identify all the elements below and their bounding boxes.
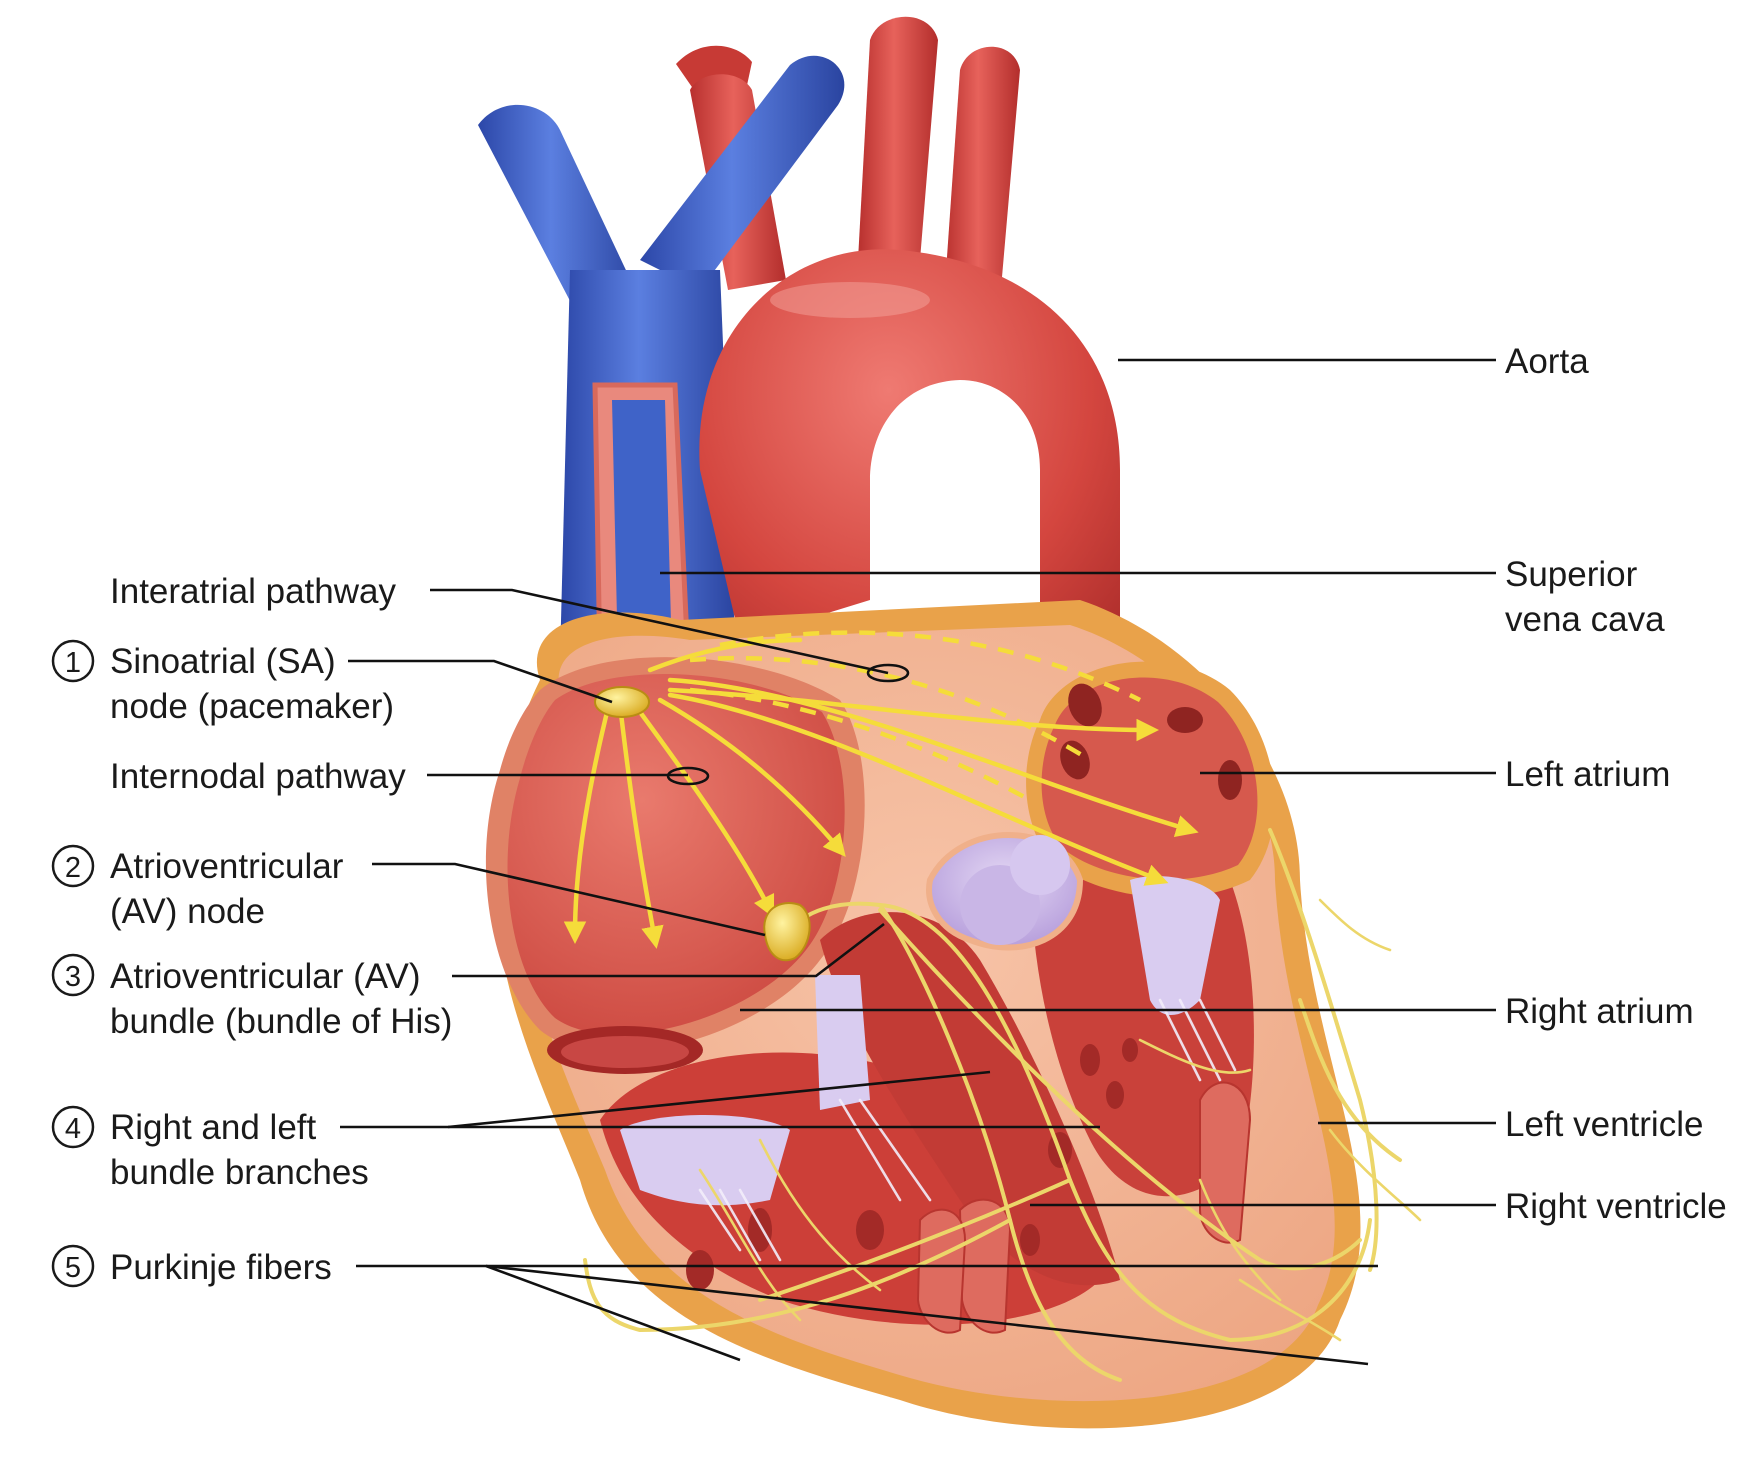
label-internodal-pathway: Internodal pathway [110, 757, 406, 796]
right-atrium-wall [485, 657, 865, 1074]
label-right-ventricle: Right ventricle [1505, 1187, 1727, 1226]
label-svc-line2: vena cava [1505, 600, 1665, 639]
interatrial-pathway [689, 630, 1142, 802]
label-sa-node-line1: Sinoatrial (SA) [110, 642, 336, 681]
conduction-fibers [583, 828, 1422, 1382]
label-purkinje-fibers: Purkinje fibers [110, 1248, 332, 1287]
label-sa-node-line2: node (pacemaker) [110, 687, 394, 726]
step-number-3: 3 [65, 961, 81, 993]
brachiocephalic-veins [478, 55, 845, 320]
step-number-5: 5 [65, 1252, 81, 1284]
label-svc-line1: Superior [1505, 555, 1638, 594]
step-marker-2: 2 [51, 844, 95, 888]
label-av-node-line1: Atrioventricular [110, 847, 344, 886]
step-marker-5: 5 [51, 1244, 95, 1288]
leader-lines [340, 358, 1496, 1366]
label-left-atrium: Left atrium [1505, 755, 1670, 794]
label-right-atrium: Right atrium [1505, 992, 1694, 1031]
aortic-arch [699, 249, 1120, 720]
label-aorta: Aorta [1505, 342, 1589, 381]
step-marker-1: 1 [51, 639, 95, 683]
step-number-2: 2 [65, 852, 81, 884]
step-number-1: 1 [65, 647, 81, 679]
label-av-node-line2: (AV) node [110, 892, 265, 931]
step-marker-4: 4 [51, 1105, 95, 1149]
label-left-ventricle: Left ventricle [1505, 1105, 1703, 1144]
label-av-bundle-line1: Atrioventricular (AV) [110, 957, 421, 996]
internodal-pathways [563, 637, 1199, 949]
label-av-bundle-line2: bundle (bundle of His) [110, 1002, 452, 1041]
label-bundle-branches-line2: bundle branches [110, 1153, 369, 1192]
sa-node [594, 686, 650, 718]
av-node [763, 902, 811, 962]
step-marker-3: 3 [51, 953, 95, 997]
step-number-4: 4 [65, 1113, 81, 1145]
label-interatrial-pathway: Interatrial pathway [110, 572, 396, 611]
superior-vena-cava [560, 270, 735, 668]
label-bundle-branches-line1: Right and left [110, 1108, 317, 1147]
valves-and-chordae [620, 832, 1237, 1262]
